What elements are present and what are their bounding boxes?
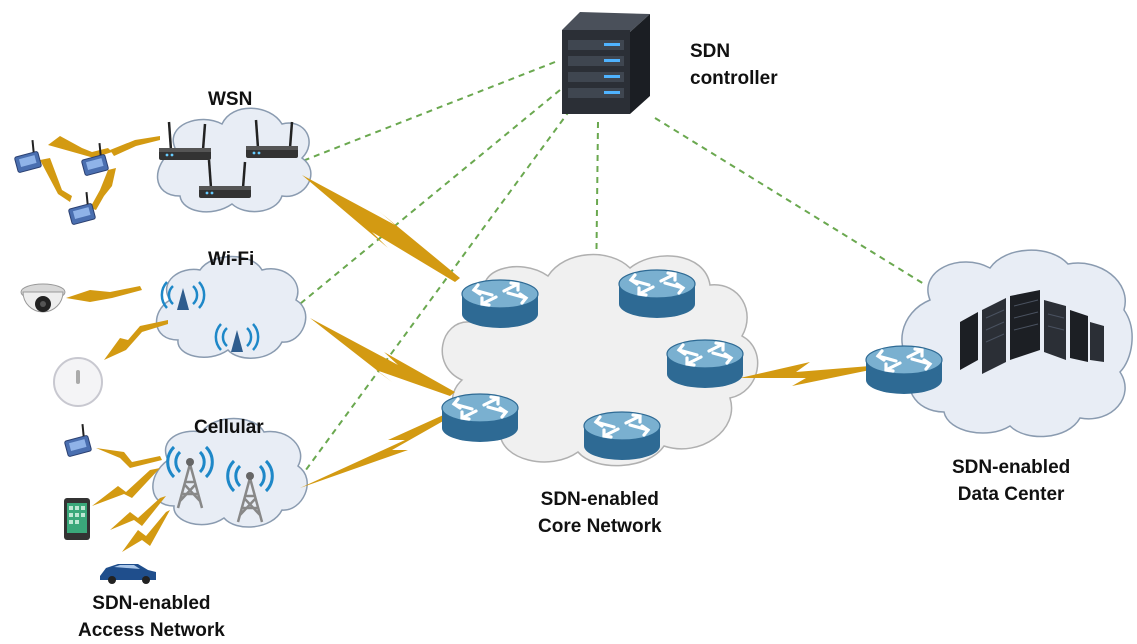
cellular-cloud	[152, 417, 308, 528]
access-network-label: SDN-enabled Access Network	[78, 590, 225, 644]
data-center-label: SDN-enabled Data Center	[952, 454, 1070, 508]
sensor-node-icon	[77, 141, 110, 177]
sensor-node-icon	[60, 422, 93, 458]
data-center-servers-icon	[960, 290, 1104, 374]
sdn-controller-label: SDN controller	[690, 38, 778, 92]
sensor-node-icon	[10, 138, 43, 174]
sdn-router-icon	[460, 278, 540, 330]
access-network-label-line2: Access Network	[78, 620, 225, 641]
core-network-label-line1: SDN-enabled	[540, 489, 659, 510]
cellular-label: Cellular	[194, 417, 264, 438]
wifi-label: Wi-Fi	[208, 249, 255, 270]
core-network-label-line2: Core Network	[538, 516, 662, 537]
data-center-label-line2: Data Center	[957, 484, 1065, 505]
smartphone-icon	[64, 498, 90, 540]
sdn-router-icon	[617, 268, 697, 320]
sdn-router-icon	[665, 338, 745, 390]
wsn-label: WSN	[208, 89, 253, 110]
security-camera-icon	[20, 283, 66, 313]
sdn-router-icon	[440, 392, 520, 444]
wireless-links	[40, 136, 870, 552]
access-network-label-line1: SDN-enabled	[92, 593, 211, 614]
sdn-router-icon	[864, 344, 944, 396]
car-icon	[100, 564, 156, 584]
wifi-cloud	[155, 255, 307, 359]
core-network-label: SDN-enabled Core Network	[538, 486, 662, 540]
sdn-controller-label-line1: SDN	[690, 41, 731, 62]
sdn-controller-label-line2: controller	[690, 68, 778, 89]
smart-sensor-icon	[53, 357, 103, 407]
control-links	[294, 61, 925, 479]
server-rack-icon	[562, 12, 650, 114]
data-center-label-line1: SDN-enabled	[952, 457, 1071, 478]
sdn-router-icon	[582, 410, 662, 462]
